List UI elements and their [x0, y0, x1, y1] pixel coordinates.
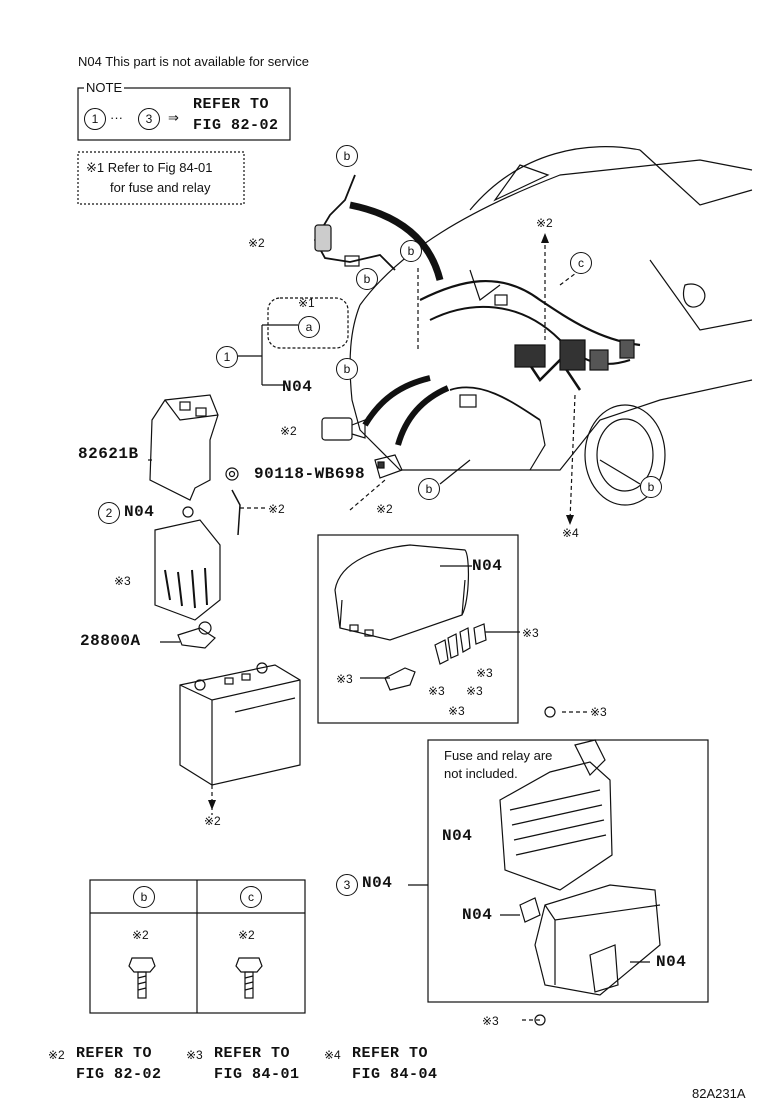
mark2-connector: ※2 — [280, 424, 297, 438]
car-body — [349, 146, 753, 506]
connector-left — [321, 417, 366, 441]
part-n04-main: N04 — [282, 378, 313, 396]
ref1-line2: for fuse and relay — [110, 180, 211, 195]
nut-fuse-bottom — [534, 1014, 546, 1026]
part-82621b: 82621B — [78, 445, 139, 463]
callout-b-4: b — [336, 358, 358, 380]
ref1-line1: ※1 Refer to Fig 84-01 — [86, 160, 213, 175]
callout-group-1 — [267, 297, 349, 349]
footer-ref3-text: REFER TO — [214, 1045, 291, 1062]
footer-ref4-text: REFER TO — [352, 1045, 429, 1062]
callout-3: 3 — [336, 874, 358, 896]
fuse-box-cover — [334, 544, 470, 641]
callout-1: 1 — [216, 346, 238, 368]
mark3-nut-bottom: ※3 — [482, 1014, 499, 1028]
mark2-connector-lower: ※2 — [376, 502, 393, 516]
fuse-note-line1: Fuse and relay are — [444, 748, 553, 763]
mark3-nut-top: ※3 — [590, 705, 607, 719]
sweep-arrow-upper — [349, 201, 444, 281]
note-range-end: 3 — [138, 108, 160, 130]
figure-code: 82A231A — [692, 1086, 746, 1101]
footer-ref4-mark: ※4 — [324, 1048, 341, 1062]
mark3-cover: ※3 — [522, 626, 539, 640]
sweep-arrow-lower — [395, 385, 450, 446]
callout-b-5: b — [418, 478, 440, 500]
wiring-harness — [419, 269, 641, 471]
note-box — [77, 87, 291, 141]
part-n04-bracket: N04 — [462, 906, 493, 924]
bolt-c — [235, 957, 263, 999]
mark2-battery: ※2 — [204, 814, 221, 828]
note-range-start: 1 — [84, 108, 106, 130]
mark3-fuse-a: ※3 — [336, 672, 353, 686]
battery-cover — [149, 394, 219, 501]
nut-90118 — [225, 467, 239, 481]
note-title: NOTE — [84, 80, 125, 95]
fuse-box-bracket — [519, 897, 541, 923]
part-n04-fusebox-lower: N04 — [656, 953, 687, 971]
battery-fuse-block — [154, 489, 241, 621]
battery-terminal — [177, 621, 216, 649]
mark3-fuse-block: ※3 — [114, 574, 131, 588]
availability-note: N04 This part is not available for servi… — [78, 54, 309, 69]
ref1-box — [77, 151, 245, 205]
footer-ref2-fig: FIG 82-02 — [76, 1066, 162, 1083]
part-n04-cover: N04 — [472, 557, 503, 575]
callout-b-3: b — [356, 268, 378, 290]
mark4-harness: ※4 — [562, 526, 579, 540]
note-refer-line2: FIG 82-02 — [193, 117, 279, 134]
nut-fuse-top — [544, 706, 556, 718]
fuse-set — [384, 623, 487, 691]
callout-b-top: b — [336, 145, 358, 167]
part-n04-fusebox: N04 — [362, 874, 393, 892]
bolt-table — [89, 879, 306, 1014]
part-n04-battery: N04 — [124, 503, 155, 521]
connector-lower — [374, 454, 403, 479]
callout-2: 2 — [98, 502, 120, 524]
arrowheads — [208, 233, 574, 810]
fuse-note-line2: not included. — [444, 766, 518, 781]
bolt-table-header-c: c — [240, 886, 262, 908]
part-28800a: 28800A — [80, 632, 141, 650]
callout-a: a — [298, 316, 320, 338]
mark1-group: ※1 — [298, 296, 315, 310]
mark3-fuse-b: ※3 — [476, 666, 493, 680]
battery — [179, 662, 301, 786]
mark2-upper-cable: ※2 — [248, 236, 265, 250]
footer-ref3-fig: FIG 84-01 — [214, 1066, 300, 1083]
footer-ref4-fig: FIG 84-04 — [352, 1066, 438, 1083]
mark3-fuse-d: ※3 — [466, 684, 483, 698]
part-n04-fusebox-upper: N04 — [442, 827, 473, 845]
bolt-b — [128, 957, 156, 999]
main-fuse-panel — [427, 739, 709, 1003]
footer-ref2-text: REFER TO — [76, 1045, 153, 1062]
mark3-fuse-c: ※3 — [428, 684, 445, 698]
leader-solid — [148, 324, 650, 963]
callout-b-6: b — [640, 476, 662, 498]
footer-ref3-mark: ※3 — [186, 1048, 203, 1062]
note-refer-line1: REFER TO — [193, 96, 270, 113]
bolt-b-mark: ※2 — [132, 928, 149, 942]
callout-c-car: c — [570, 252, 592, 274]
mark2-harness: ※2 — [536, 216, 553, 230]
fuse-box-upper — [499, 739, 613, 891]
bolt-c-mark: ※2 — [238, 928, 255, 942]
note-arrow: ⇒ — [168, 110, 179, 125]
callout-b-2: b — [400, 240, 422, 262]
mark2-battery-cable: ※2 — [268, 502, 285, 516]
battery-cable-upper — [313, 174, 396, 271]
sweep-arrow-mid — [362, 375, 431, 427]
fuse-box-lower — [534, 884, 661, 996]
fuse-cover-panel — [317, 534, 519, 724]
bolt-table-header-b: b — [133, 886, 155, 908]
note-range-sep: ··· — [110, 110, 123, 125]
footer-ref2-mark: ※2 — [48, 1048, 65, 1062]
mark3-fuse-e: ※3 — [448, 704, 465, 718]
part-90118-wb698: 90118-WB698 — [254, 465, 366, 483]
